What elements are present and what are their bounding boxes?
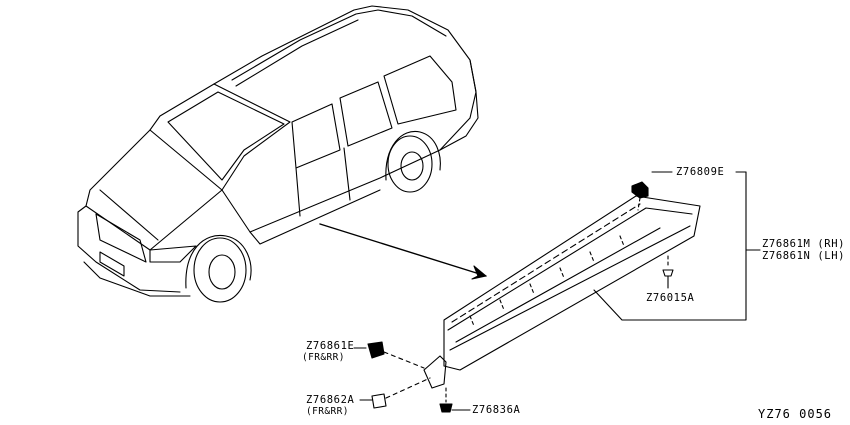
sill-cover-dashed-line (451, 203, 641, 323)
leader-z76861 (593, 171, 747, 321)
label-z76836a: Z76836A (472, 404, 521, 416)
clip-z76861e (353, 341, 425, 369)
front-wheel (193, 237, 247, 303)
label-z76862a: Z76862A (306, 394, 355, 406)
screw-z76015a (662, 255, 674, 289)
rear-side-window (339, 81, 393, 147)
license-plate (99, 251, 125, 277)
hood (85, 129, 223, 251)
sill-cover-top-edge (447, 207, 693, 331)
headlamp (149, 245, 197, 263)
roof-rail (231, 9, 447, 81)
roof-rail-2 (235, 19, 359, 87)
label-z76861m: Z76861M (RH) (762, 238, 846, 250)
door-line-front (295, 167, 301, 217)
body-side-line (221, 117, 471, 233)
car-illustration (77, 5, 479, 303)
front-wheel-arch (185, 234, 252, 289)
direction-arrow (319, 223, 487, 277)
rocker-line (249, 189, 381, 245)
windshield-inner (167, 91, 285, 181)
rear-wheel-hub (400, 151, 424, 181)
rear-wheel (387, 135, 433, 193)
side-sill-cover (423, 195, 701, 389)
label-z76861e: Z76861E (306, 340, 355, 352)
hood-crease (99, 189, 159, 241)
figure-code: YZ76 0056 (758, 407, 833, 421)
label-z76861n: Z76861N (LH) (762, 250, 846, 262)
sill-cover-dashed-marks (469, 235, 625, 327)
rear-end (439, 59, 479, 151)
front-side-window (291, 103, 341, 169)
sill-cover-outline (443, 195, 701, 371)
quarter-window (383, 55, 457, 125)
label-z76809e: Z76809E (676, 166, 725, 178)
front-wheel-hub (208, 254, 236, 290)
car-roof (213, 5, 477, 119)
label-z76862a-note: (FR&RR) (306, 406, 349, 417)
sill-cover-lower-edge (449, 225, 691, 351)
sill-cover-rib (455, 227, 661, 343)
windshield (149, 83, 291, 191)
screw-z76862a (359, 377, 431, 409)
label-z76861e-note: (FR&RR) (302, 352, 345, 363)
direction-arrowhead (471, 265, 487, 280)
rear-wheel-arch (385, 130, 441, 181)
door-line-rear (343, 147, 351, 201)
clip-z76809e (631, 171, 673, 211)
screw-z76836a (439, 387, 471, 413)
front-fascia (77, 205, 181, 293)
lower-bumper (83, 261, 191, 297)
label-z76015a: Z76015A (646, 292, 695, 304)
sill-cover-end-bracket (423, 355, 447, 389)
grille (95, 213, 147, 263)
